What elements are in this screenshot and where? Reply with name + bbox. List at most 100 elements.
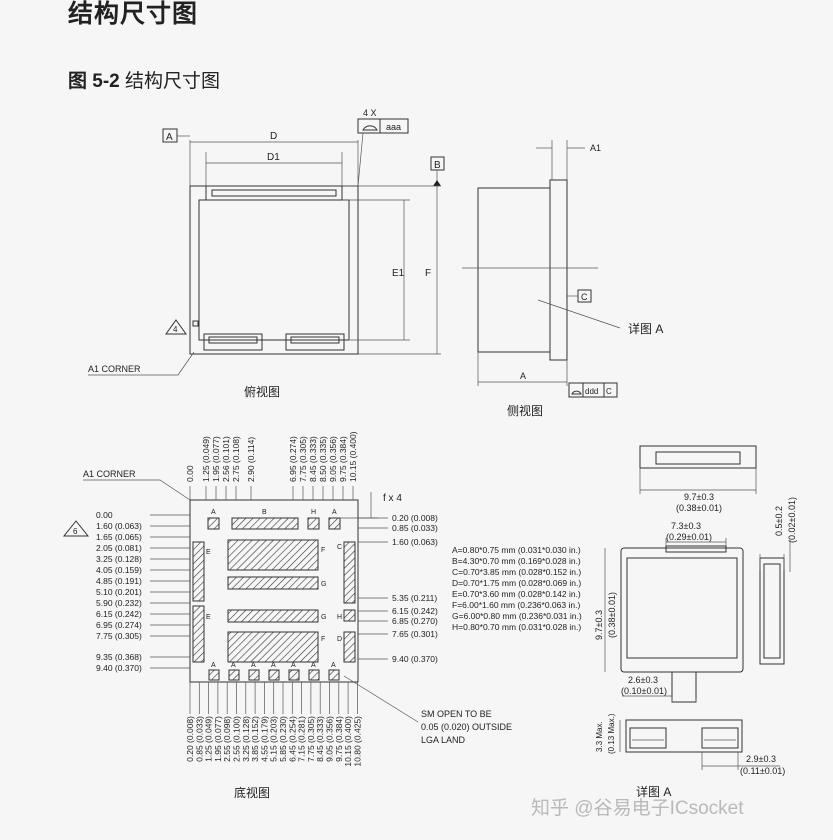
left-tick-label: 5.90 (0.232) — [96, 598, 142, 608]
pad-letter-f: F — [321, 547, 325, 554]
pad-w-inch: (0.11±0.01) — [740, 766, 785, 776]
bottom-tick-label: 2.55 (0.098) — [222, 716, 232, 762]
pad-letter-a: A — [291, 662, 296, 669]
top-view-bottom-pad-left-inner — [208, 336, 258, 344]
legend-line: D=0.70*1.75 mm (0.028*0.069 in.) — [452, 578, 581, 588]
tab-inch: (0.10±0.01) — [621, 686, 667, 696]
right-tick-label: 5.35 (0.211) — [392, 593, 437, 603]
side-view: A1 C 详图 A A ddd C 侧视图 — [462, 140, 663, 418]
left-tick-label: 3.25 (0.128) — [96, 554, 142, 564]
top-view-bottom-pad-left — [203, 333, 263, 351]
bottom-tick-label: 1.25 (0.049) — [204, 716, 214, 762]
pad-letter-a: A — [211, 662, 216, 669]
dim-f-label: F — [425, 268, 431, 279]
left-tick-label: 9.35 (0.368) — [96, 652, 142, 662]
right-tick-label: 1.60 (0.063) — [392, 537, 438, 547]
right-tick-label: 6.15 (0.242) — [392, 606, 438, 616]
left-tick-label: 1.65 (0.065) — [96, 532, 142, 542]
bottom-tick-label: 7.15 (0.281) — [297, 716, 307, 762]
dim-d-label: D — [270, 131, 277, 142]
pad-a — [248, 669, 260, 681]
side-view-lid — [549, 179, 568, 361]
pad-c — [343, 541, 356, 604]
bottom-tick-label: 0.20 (0.008) — [185, 716, 195, 762]
pad-letter-d: D — [337, 636, 342, 643]
sm-note-line1: SM OPEN TO BE — [421, 709, 492, 719]
top-tick-label: 1.95 (0.077) — [211, 436, 221, 482]
left-tick-label: 7.75 (0.305) — [96, 631, 142, 641]
left-tick-label: 2.05 (0.081) — [96, 543, 142, 553]
top-tick-label: 0.00 — [185, 465, 195, 482]
pad-letter-a: A — [331, 662, 336, 669]
pad-d — [343, 631, 356, 663]
tol-ddd: ddd — [585, 387, 598, 396]
pad-a — [208, 669, 220, 681]
detail-a-pad-left — [629, 727, 667, 749]
side-strip-inner — [763, 563, 781, 659]
tol-aaa: aaa — [386, 122, 401, 132]
pad-a — [308, 669, 320, 681]
right-tick-labels: 0.20 (0.008)0.85 (0.033)1.60 (0.063)5.35… — [358, 513, 438, 664]
height-inch: (0.38±0.01) — [607, 592, 617, 638]
top-tick-label: 8.45 (0.333) — [308, 436, 318, 482]
pad-letter-a: A — [231, 662, 236, 669]
right-tick-label: 7.65 (0.301) — [392, 629, 438, 639]
max-h-value: 3.3 Max. — [595, 721, 604, 752]
right-tick-label: 0.85 (0.033) — [392, 523, 438, 533]
top-a1-corner-label: A1 CORNER — [88, 364, 141, 374]
pad-h — [343, 609, 356, 622]
top-tick-label: 10.15 (0.400) — [348, 431, 358, 482]
pad-h — [307, 517, 320, 530]
dim-a-label: A — [520, 371, 526, 381]
width-top-inch: (0.38±0.01) — [676, 503, 722, 513]
note-4-triangle — [165, 319, 187, 335]
pad-f — [227, 631, 319, 663]
dim-d1-label: D1 — [267, 152, 280, 163]
front-view-top-tab — [665, 545, 727, 553]
bottom-tick-label: 8.45 (0.333) — [315, 716, 325, 762]
pad-letter-a: A — [251, 662, 256, 669]
left-tick-label: 4.85 (0.191) — [96, 576, 142, 586]
pad-a — [288, 669, 300, 681]
pad-letter-c: C — [337, 544, 342, 551]
legend-line: H=0.80*0.70 mm (0.031*0.028 in.) — [452, 622, 581, 632]
thickness-value: 0.5±0.2 — [774, 506, 784, 536]
top-view-corner-mark — [192, 320, 199, 327]
pad-letter-a: A — [211, 509, 216, 516]
side-view-label: 侧视图 — [507, 403, 543, 418]
tab-value: 2.6±0.3 — [628, 675, 658, 685]
bottom-tick-labels: 0.20 (0.008)0.85 (0.033)1.25 (0.049)1.95… — [185, 682, 362, 767]
pad-a — [268, 669, 280, 681]
detail-a-outline — [625, 719, 743, 753]
pad-letter-a: A — [311, 662, 316, 669]
legend-line: C=0.70*3.85 mm (0.028*0.152 in.) — [452, 567, 581, 577]
note-6-num: 6 — [73, 527, 78, 536]
legend-line: F=6.00*1.60 mm (0.236*0.063 in.) — [452, 600, 580, 610]
side-tol-frame — [568, 382, 618, 398]
note-6-triangle — [62, 520, 90, 537]
left-tick-labels: 0.001.60 (0.063)1.65 (0.065)2.05 (0.081)… — [96, 510, 190, 673]
thickness-inch: (0.02±0.01) — [787, 497, 797, 543]
pad-letter-e: E — [206, 614, 211, 621]
legend-line: G=6.00*0.80 mm (0.236*0.031 in.) — [452, 611, 582, 621]
pad-a — [228, 669, 240, 681]
datum-a-box — [162, 128, 178, 143]
top-view-outline — [189, 185, 359, 355]
bottom-tick-label: 2.55 (0.100) — [232, 716, 242, 762]
pad-letter-h: H — [311, 509, 316, 516]
pad-g — [227, 576, 319, 590]
pad-e — [192, 605, 205, 663]
bottom-a1-corner-label: A1 CORNER — [83, 469, 136, 479]
pad-g — [227, 609, 319, 623]
pad-letter-h: H — [337, 614, 342, 621]
pad-letter-e: E — [206, 549, 211, 556]
side-view-body — [477, 187, 551, 353]
pad-w-value: 2.9±0.3 — [746, 754, 776, 764]
front-view-outline — [620, 547, 744, 673]
top-tick-label: 1.25 (0.049) — [201, 436, 211, 482]
bottom-tick-label: 9.75 (0.384) — [334, 716, 344, 762]
pad-f — [227, 539, 319, 571]
detail-a-label: 详图 A — [636, 784, 671, 799]
top-tick-label: 2.75 (0.108) — [231, 436, 241, 482]
figure-caption: 图 5-2 结构尺寸图 — [68, 66, 220, 93]
